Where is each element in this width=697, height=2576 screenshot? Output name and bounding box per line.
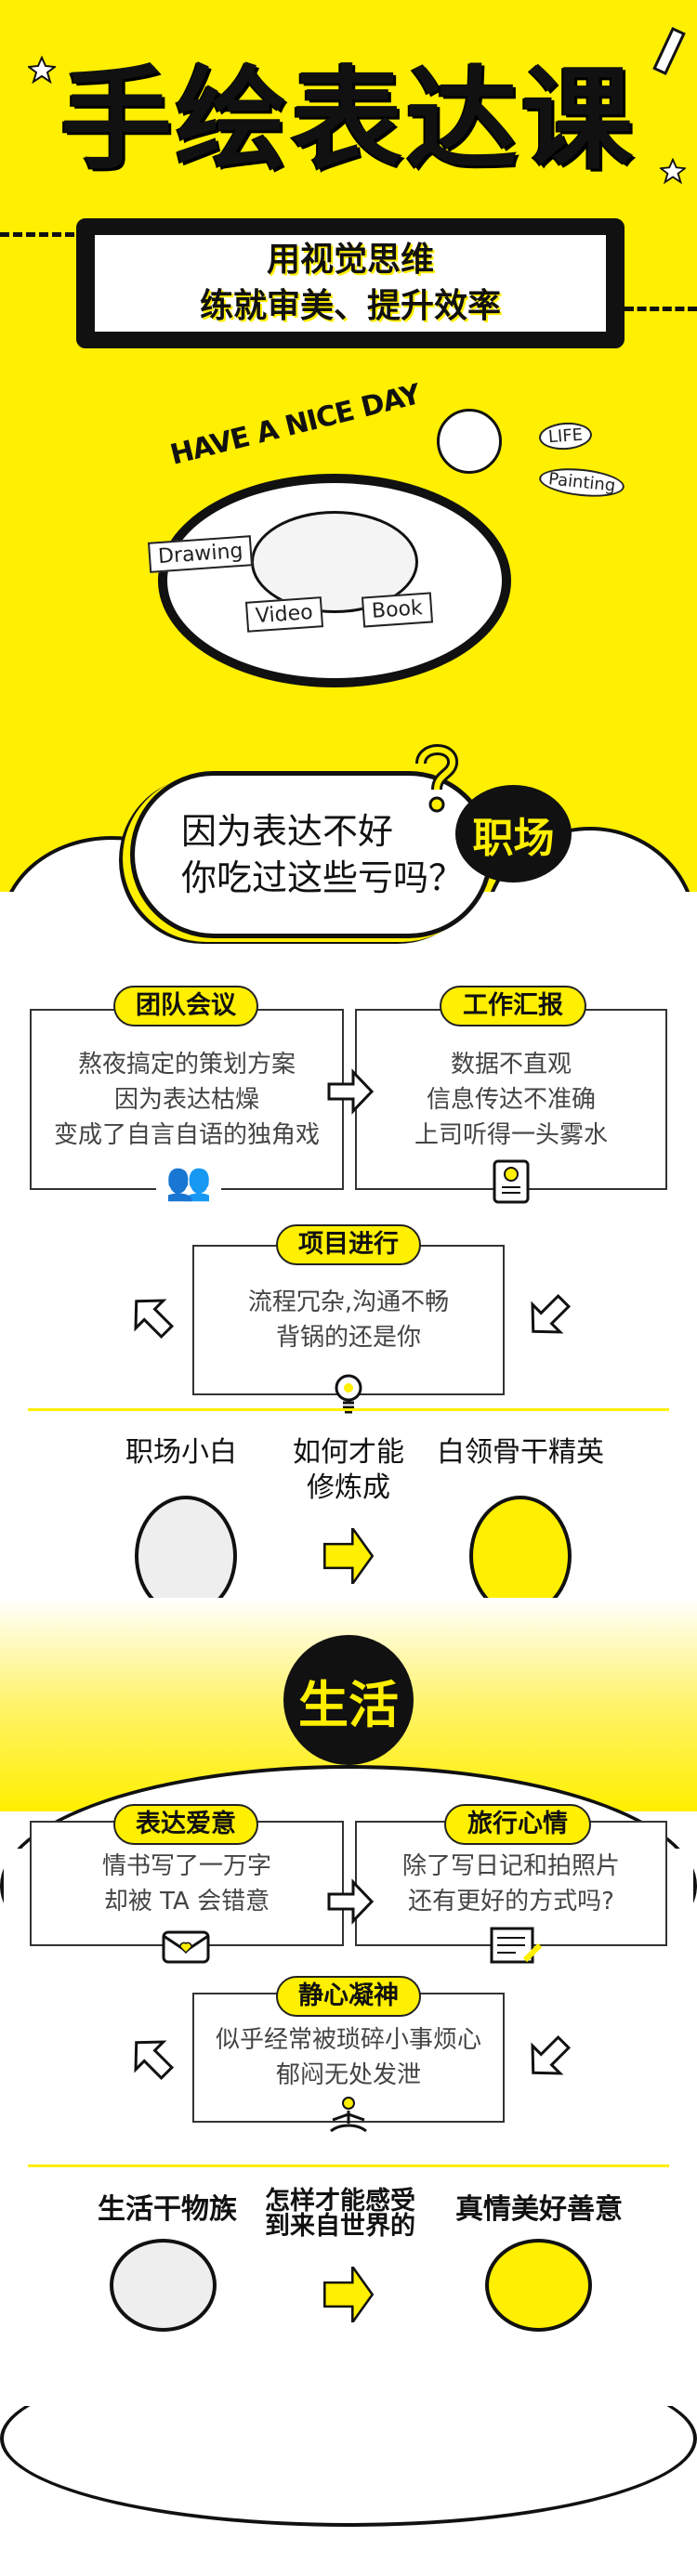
middle-line-1: 如何才能 — [293, 1436, 404, 1469]
page-title: 手绘表达课 — [60, 56, 637, 185]
card-title: 团队会议 — [113, 986, 258, 1026]
question-line-2: 你吃过这些亏吗？ — [181, 857, 465, 898]
card-text: 上司听得一头雾水 — [414, 1120, 608, 1149]
banner-text: HAVE A NICE DAY — [166, 378, 424, 472]
arrow-right-icon — [327, 1878, 374, 1925]
tag-book: Book — [361, 592, 433, 628]
subtitle-line-1: 用视觉思维 — [266, 241, 434, 279]
card-project: 流程冗杂,沟通不畅 背锅的还是你 — [192, 1245, 505, 1395]
question-mark-icon — [415, 744, 458, 813]
friends-character — [485, 2239, 592, 2332]
arrow-right-icon — [323, 2267, 375, 2322]
card-title: 工作汇报 — [440, 986, 586, 1026]
power-cord — [0, 232, 74, 237]
arrow-up-left-icon — [134, 1299, 175, 1340]
middle-label: 如何才能 修炼成 — [270, 1435, 427, 1506]
divider — [28, 1408, 669, 1411]
card-text: 背锅的还是你 — [275, 1324, 421, 1352]
card-text: 变成了自言自语的独角戏 — [53, 1120, 320, 1149]
hero-illustration: HAVE A NICE DAY Drawing Video Book LIFE … — [130, 378, 626, 706]
card-text: 却被 TA 会错意 — [103, 1887, 270, 1916]
card-text: 信息传达不准确 — [426, 1085, 596, 1114]
before-label: 职场小白 — [125, 1436, 237, 1469]
report-icon — [493, 1159, 530, 1204]
section-badge-life: 生活 — [283, 1635, 414, 1765]
middle-line-2: 修炼成 — [307, 1471, 390, 1504]
arrow-right-icon — [323, 1528, 375, 1584]
card-text: 流程冗杂,沟通不畅 — [247, 1288, 450, 1316]
middle-label: 怎样才能感受 到来自世界的 — [265, 2189, 437, 2239]
card-work-report: 数据不直观 信息传达不准确 上司听得一头雾水 — [355, 1009, 667, 1190]
arrow-down-left-icon — [531, 2034, 572, 2075]
love-letter-icon — [162, 1930, 210, 1964]
card-text: 还有更好的方式吗? — [408, 1887, 614, 1916]
star-icon — [660, 158, 686, 184]
tag-video: Video — [244, 596, 323, 633]
lightbulb-icon — [335, 1374, 362, 1414]
middle-line-2: 到来自世界的 — [265, 2212, 415, 2241]
card-text: 似乎经常被琐碎小事烦心 — [215, 2026, 481, 2054]
diary-icon — [490, 1927, 543, 1964]
arrow-up-left-icon — [134, 2040, 175, 2081]
middle-line-1: 怎样才能感受 — [265, 2187, 415, 2216]
artist-character — [437, 409, 502, 474]
after-label: 真情美好善意 — [455, 2193, 623, 2226]
people-icon: 👥 — [156, 1161, 221, 1202]
card-title: 静心凝神 — [276, 1976, 421, 2017]
novice-character — [135, 1496, 237, 1616]
divider — [28, 2164, 669, 2167]
card-text: 情书写了一万字 — [101, 1851, 271, 1880]
card-calm-mind: 似乎经常被琐碎小事烦心 郁闷无处发泄 — [192, 1993, 505, 2123]
card-team-meeting: 熬夜搞定的策划方案 因为表达枯燥 变成了自言自语的独角戏 — [30, 1009, 344, 1190]
power-cord — [625, 307, 697, 311]
question-line-1: 因为表达不好 — [181, 811, 394, 852]
card-text: 除了写日记和拍照片 — [401, 1851, 620, 1880]
card-title: 表达爱意 — [113, 1804, 258, 1845]
card-text: 熬夜搞定的策划方案 — [77, 1050, 296, 1079]
homebody-character — [110, 2239, 217, 2332]
subtitle-board: 用视觉思维 练就审美、提升效率 — [76, 218, 625, 348]
card-text: 因为表达枯燥 — [113, 1085, 259, 1114]
before-label: 生活干物族 — [98, 2193, 237, 2226]
after-label: 白领骨干精英 — [437, 1436, 604, 1469]
subtitle-line-2: 练就审美、提升效率 — [199, 287, 501, 325]
section-badge-work: 职场 — [455, 785, 572, 883]
card-text: 数据不直观 — [450, 1050, 572, 1079]
meditation-icon — [330, 2097, 367, 2133]
card-text: 郁闷无处发泄 — [275, 2061, 421, 2089]
arrow-down-left-icon — [531, 1293, 572, 1334]
question-bubble: 因为表达不好 你吃过这些亏吗？ — [130, 771, 493, 938]
card-title: 项目进行 — [276, 1224, 421, 1265]
star-icon — [28, 56, 56, 84]
card-title: 旅行心情 — [444, 1804, 591, 1845]
arrow-right-icon — [327, 1068, 374, 1115]
card-express-love: 情书写了一万字 却被 TA 会错意 — [30, 1821, 344, 1946]
